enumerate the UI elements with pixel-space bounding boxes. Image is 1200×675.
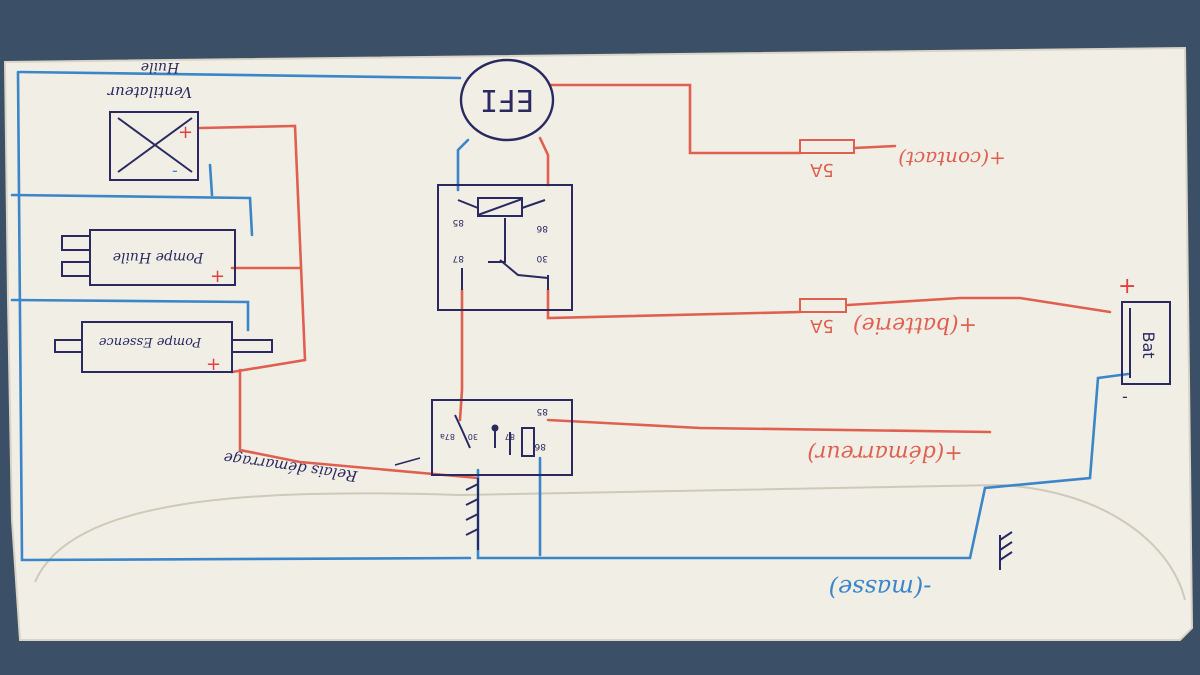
battery-minus-sign: - bbox=[1122, 387, 1128, 406]
pompe-huile: Pompe Huile + bbox=[61, 229, 236, 287]
efi-label: EFI bbox=[480, 82, 534, 117]
relay-efi: 85 86 87 30 bbox=[437, 184, 573, 311]
battery-plus-sign: + bbox=[1118, 274, 1136, 299]
masse-label: -(masse) bbox=[829, 574, 932, 602]
demarreur-label: +(démarreur) bbox=[807, 440, 962, 465]
fuse-contact-label: 5A bbox=[809, 159, 833, 180]
efi-unit: EFI bbox=[459, 58, 555, 142]
relay-demarrage-pin-87: 87 bbox=[505, 432, 515, 441]
batterie-label: +(batterie) bbox=[853, 312, 977, 337]
pompe-essence: Pompe Essence + bbox=[54, 321, 273, 375]
chassis-ground-icon bbox=[999, 531, 1013, 570]
pompe-huile-label: Pompe Huile bbox=[113, 249, 205, 265]
paper-sheet bbox=[3, 46, 1194, 641]
relay-ground-symbol-icon bbox=[465, 478, 479, 550]
ventilateur-label-huile: Huile bbox=[141, 59, 180, 75]
positive-wires bbox=[198, 83, 1112, 480]
fuse-contact: 5A bbox=[799, 139, 855, 180]
fuse-batterie: 5A bbox=[799, 298, 847, 336]
relay-efi-pin-85: 85 bbox=[453, 217, 464, 227]
relay-demarrage: 85 86 87a 30 87 bbox=[431, 399, 573, 476]
battery: Bat + - bbox=[1118, 274, 1171, 406]
fan-minus-sign: - bbox=[172, 161, 178, 180]
contact-label: +(contact) bbox=[898, 147, 1006, 171]
fuse-batterie-label: 5A bbox=[809, 315, 833, 336]
relay-demarrage-pin-87a: 87a bbox=[440, 432, 455, 441]
relay-label-pointer bbox=[394, 457, 421, 466]
relay-efi-pin-30: 30 bbox=[536, 253, 548, 263]
pompe-huile-plus-sign: + bbox=[210, 266, 225, 287]
relay-demarrage-pin-30: 30 bbox=[468, 432, 478, 441]
ventilateur-fan: + - bbox=[109, 111, 199, 181]
relay-demarrage-pin-85: 85 bbox=[537, 406, 548, 416]
pompe-essence-label: Pompe Essence bbox=[99, 334, 203, 349]
ventilateur-label: Ventilateur bbox=[107, 83, 192, 101]
relay-efi-pin-86: 86 bbox=[536, 223, 548, 233]
battery-label: Bat bbox=[1139, 331, 1158, 358]
relay-efi-pin-87: 87 bbox=[453, 253, 464, 263]
pompe-essence-plus-sign: + bbox=[206, 354, 221, 375]
paper-fold bbox=[34, 483, 1186, 601]
relay-demarrage-pin-86: 86 bbox=[534, 441, 546, 451]
fan-plus-sign: + bbox=[178, 122, 193, 143]
